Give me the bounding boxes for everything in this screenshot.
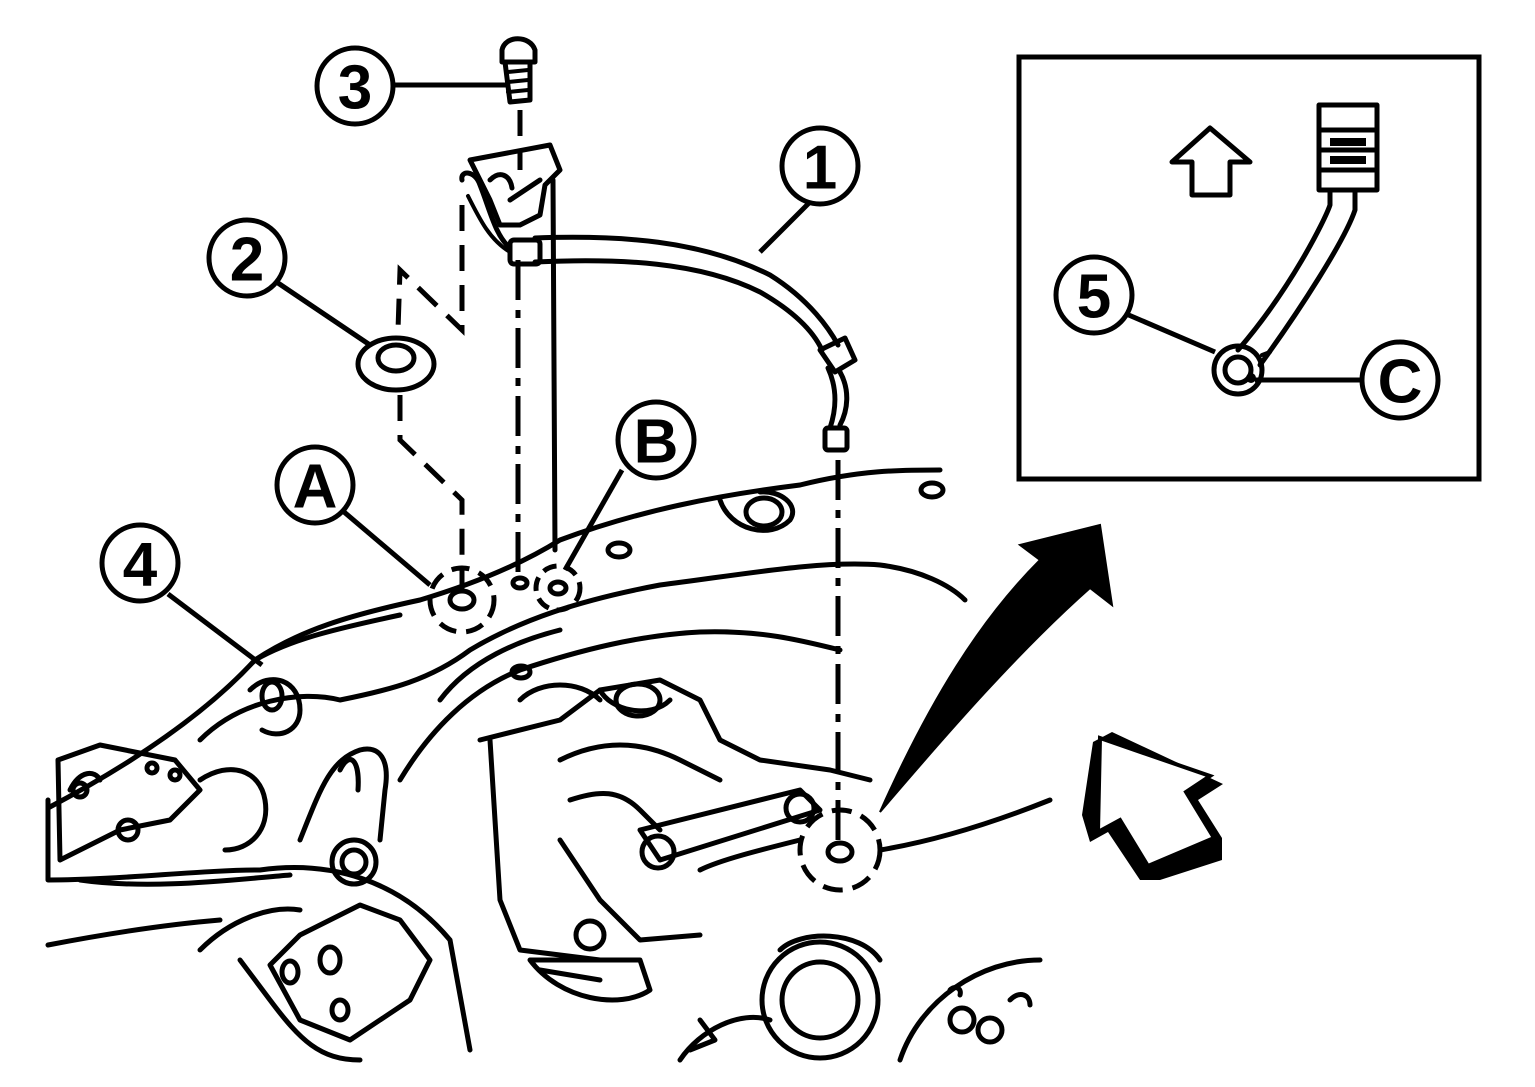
bolt (499, 36, 538, 105)
up-arrow-icon (1169, 125, 1253, 198)
hose-fitting (1211, 102, 1380, 397)
washer (355, 335, 437, 393)
callout-3: 3 (314, 45, 396, 127)
callout-4: 4 (99, 522, 181, 604)
callout-a: A (274, 444, 356, 526)
front-arrow-icon (1082, 732, 1223, 880)
callout-1: 1 (779, 125, 861, 207)
callout-5-label: 5 (1077, 263, 1111, 332)
callout-c-label: C (1378, 348, 1423, 417)
mount-points (427, 563, 883, 893)
brake-hose (459, 142, 858, 453)
leader-lines (166, 82, 1360, 667)
curved-arrow-icon (879, 523, 1114, 813)
callout-a-label: A (293, 453, 338, 522)
callout-3-label: 3 (338, 54, 372, 123)
callout-4-label: 4 (123, 531, 158, 600)
callout-2-label: 2 (230, 226, 264, 295)
callout-b: B (615, 399, 697, 481)
callout-2: 2 (206, 217, 288, 299)
callout-5: 5 (1053, 254, 1135, 336)
guide-lines (395, 110, 841, 850)
callout-c: C (1359, 339, 1441, 421)
callout-1-label: 1 (803, 134, 837, 203)
callout-b-label: B (634, 408, 679, 477)
body-frame (45, 467, 1053, 1063)
